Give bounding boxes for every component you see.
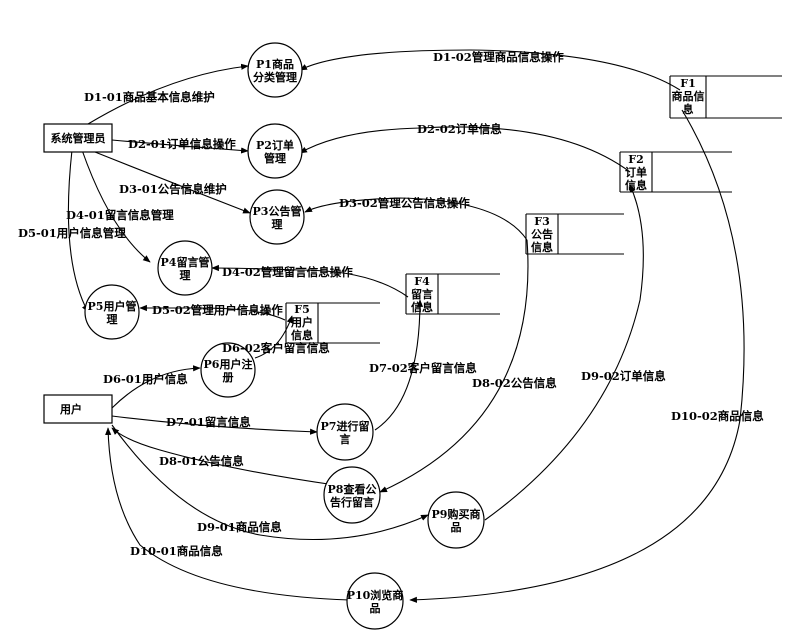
process-p5: P5用户管 理: [84, 284, 140, 340]
process-p3-line2: 理: [272, 218, 283, 231]
process-p2-line2: 管理: [264, 151, 286, 165]
label-d10-02: D10-02商品信息: [671, 409, 764, 423]
store-f2-id: F2: [628, 153, 643, 166]
store-f3: F3 公告 信息: [525, 213, 624, 255]
process-p5-line1: P5用户管: [88, 299, 137, 313]
process-p5-line2: 理: [107, 313, 118, 326]
process-p9-line2: 品: [451, 521, 462, 534]
label-d7-01: D7-01留言信息: [166, 415, 251, 429]
entity-user: 用户: [43, 394, 113, 424]
process-p2-line1: P2订单: [256, 138, 294, 152]
store-f1-line1: 商品信: [672, 89, 705, 103]
store-f3-line2: 信息: [531, 240, 553, 254]
flow-d8-02: [379, 239, 529, 493]
store-f4-line1: 留言: [411, 287, 433, 301]
process-p7: P7进行留 言: [316, 403, 374, 461]
process-p8-line2: 告行留言: [330, 495, 374, 509]
flow-d5-02: [139, 304, 286, 321]
store-f4-line2: 信息: [411, 300, 433, 314]
process-p6-line1: P6用户注: [204, 357, 253, 371]
store-f5-line2: 信息: [291, 328, 313, 342]
label-d1-01: D1-01商品基本信息维护: [84, 90, 215, 104]
process-p1: P1商品 分类管理: [247, 42, 303, 98]
flow-d6-01: [111, 365, 201, 409]
flow-d9-01: [111, 424, 429, 541]
process-p10-line2: 品: [370, 602, 381, 615]
flow-d1-01: [87, 63, 249, 125]
label-d2-01: D2-01订单信息操作: [128, 137, 236, 151]
process-p3-line1: P3公告管: [253, 204, 302, 218]
flow-d2-02: [299, 126, 631, 173]
process-p1-line2: 分类管理: [253, 70, 297, 84]
store-f4: F4 留言 信息: [405, 273, 500, 315]
flow-d7-02: [374, 299, 424, 431]
store-f3-line1: 公告: [531, 227, 553, 241]
label-d5-01: D5-01用户信息管理: [18, 226, 126, 240]
flow-d7-01: [111, 415, 318, 435]
label-d2-02: D2-02订单信息: [417, 122, 502, 136]
flow-d5-01: [67, 149, 89, 313]
label-d9-02: D9-02订单信息: [581, 369, 666, 383]
flow-d4-01: [81, 149, 151, 263]
store-f1: F1 商品信 息: [669, 75, 782, 119]
label-d7-02: D7-02客户留言信息: [369, 361, 477, 375]
flow-d3-01: [89, 149, 251, 214]
flow-labels: D1-01商品基本信息维护 D1-02管理商品信息操作 D2-01订单信息操作 …: [18, 50, 764, 558]
store-f2: F2 订单 信息: [619, 151, 732, 193]
process-p1-line1: P1商品: [256, 57, 294, 71]
flow-lines: [67, 49, 745, 603]
process-p9: P9购买商 品: [427, 491, 485, 549]
store-f5: F5 用户 信息: [285, 302, 380, 344]
flow-d8-01: [111, 427, 336, 486]
process-p8: P8查看公 告行留言: [323, 466, 381, 524]
store-f4-id: F4: [414, 275, 430, 288]
label-d8-01: D8-01公告信息: [159, 454, 244, 468]
label-d10-01: D10-01商品信息: [130, 544, 223, 558]
entity-admin-label: 系统管理员: [51, 131, 106, 145]
flow-d9-02: [484, 184, 644, 521]
process-p6: P6用户注 册: [200, 342, 256, 398]
process-p4-line1: P4留言管: [161, 255, 210, 269]
flow-d10-02: [409, 109, 745, 603]
process-p2: P2订单 管理: [247, 123, 303, 179]
label-d1-02: D1-02管理商品信息操作: [433, 50, 564, 64]
label-d3-01: D3-01公告信息维护: [119, 182, 227, 196]
label-d8-02: D8-02公告信息: [472, 376, 557, 390]
label-d4-02: D4-02管理留言信息操作: [222, 265, 353, 279]
label-d6-02: D6-02客户留言信息: [222, 341, 330, 355]
process-p7-line1: P7进行留: [321, 419, 370, 433]
label-d9-01: D9-01商品信息: [197, 520, 282, 534]
process-p8-line1: P8查看公: [328, 482, 377, 496]
label-d6-01: D6-01用户信息: [103, 372, 188, 386]
store-f5-id: F5: [294, 303, 309, 316]
flow-d10-01: [105, 427, 351, 601]
process-p3: P3公告管 理: [249, 189, 305, 245]
store-f3-id: F3: [534, 215, 549, 228]
label-d4-01: D4-01留言信息管理: [66, 208, 174, 222]
entity-admin: 系统管理员: [43, 123, 113, 153]
flow-d1-02: [299, 49, 681, 91]
process-p4: P4留言管 理: [157, 240, 213, 296]
flow-d3-02: [304, 197, 528, 241]
label-d3-02: D3-02管理公告信息操作: [339, 196, 470, 210]
process-p6-line2: 册: [223, 371, 234, 384]
process-p7-line2: 言: [340, 432, 351, 446]
store-f2-line2: 信息: [625, 178, 647, 192]
entity-user-label: 用户: [60, 402, 82, 416]
flow-d6-02: [254, 315, 293, 359]
store-f1-line2: 息: [683, 102, 694, 116]
process-p10: P10浏览商 品: [346, 572, 404, 630]
process-p10-line1: P10浏览商: [347, 588, 404, 602]
process-p9-line1: P9购买商: [432, 507, 481, 521]
flow-d2-01: [111, 139, 249, 154]
store-f1-id: F1: [680, 77, 695, 90]
label-d5-02: D5-02管理用户信息操作: [152, 303, 283, 317]
flow-d4-02: [211, 264, 409, 298]
process-p4-line2: 理: [180, 269, 191, 282]
store-f2-line1: 订单: [625, 165, 647, 179]
store-f5-line1: 用户: [291, 315, 313, 329]
